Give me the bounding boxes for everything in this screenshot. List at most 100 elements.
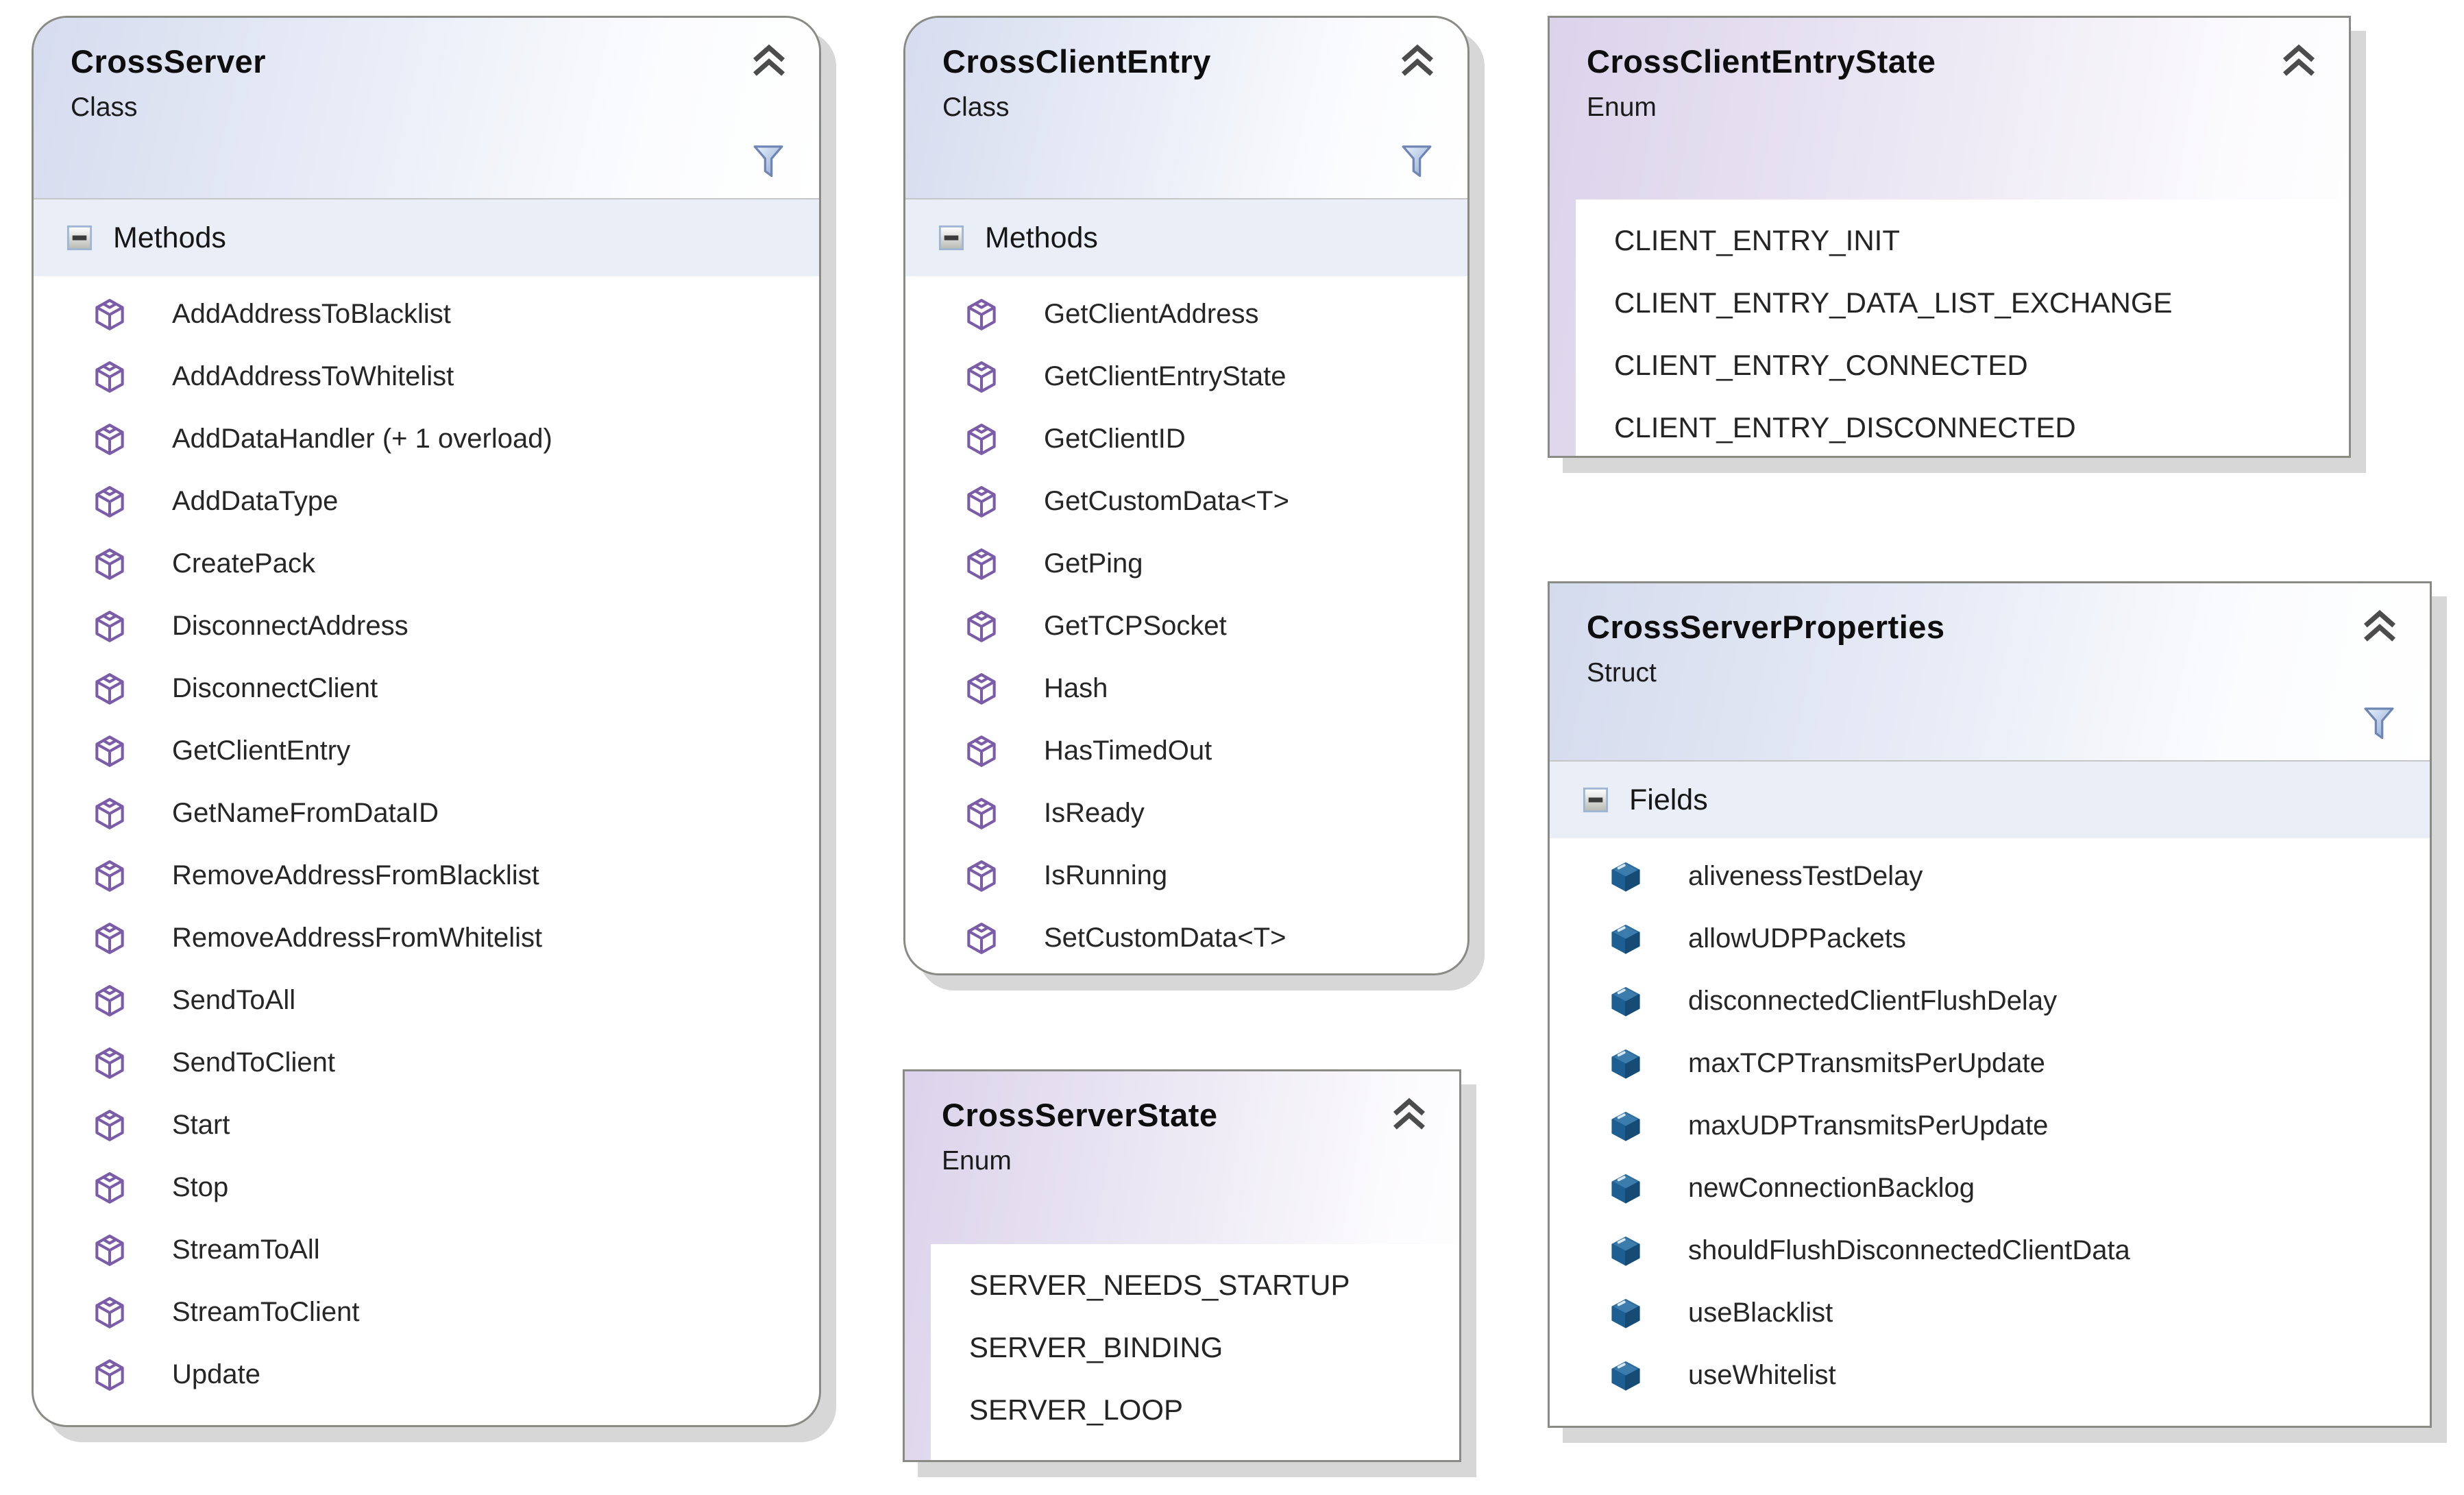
enum-member-item[interactable]: CLIENT_ENTRY_DATA_LIST_EXCHANGE [1614, 271, 2349, 334]
method-item[interactable]: Hash [963, 657, 1467, 720]
methods-section-header: Methods [34, 199, 819, 276]
method-icon [91, 1232, 128, 1268]
field-item[interactable]: shouldFlushDisconnectedClientData [1607, 1219, 2430, 1282]
method-item[interactable]: RemoveAddressFromBlacklist [91, 844, 819, 907]
method-item[interactable]: Start [91, 1094, 819, 1156]
collapse-section-button[interactable] [1583, 787, 1609, 813]
method-item[interactable]: IsReady [963, 782, 1467, 844]
method-name: Hash [1044, 673, 1108, 704]
chevron-double-up-icon [1387, 1095, 1432, 1137]
card-title: CrossServer [71, 42, 819, 80]
method-item[interactable]: HasTimedOut [963, 720, 1467, 782]
method-item[interactable]: GetNameFromDataID [91, 782, 819, 844]
card-header: CrossServer Class [34, 18, 819, 199]
enum-member-panel: CLIENT_ENTRY_INIT CLIENT_ENTRY_DATA_LIST… [1576, 199, 2349, 456]
method-name: Update [172, 1359, 260, 1390]
method-icon [91, 609, 128, 644]
method-item[interactable]: IsRunning [963, 844, 1467, 907]
field-item[interactable]: allowUDPPackets [1607, 908, 2430, 970]
card-kind: Struct [1587, 658, 2430, 688]
method-item[interactable]: DisconnectAddress [91, 595, 819, 657]
method-item[interactable]: AddAddressToWhitelist [91, 345, 819, 408]
method-item[interactable]: SetCustomData<T> [963, 907, 1467, 969]
field-item[interactable]: useBlacklist [1607, 1282, 2430, 1344]
method-item[interactable]: AddDataType [91, 470, 819, 533]
class-card-crossserver: CrossServer Class Methods AddAddressToBl… [32, 16, 821, 1427]
method-item[interactable]: GetClientAddress [963, 283, 1467, 345]
method-icon [91, 733, 128, 769]
method-name: HasTimedOut [1044, 736, 1212, 766]
collapse-section-button[interactable] [938, 225, 964, 251]
enum-card-crosscliententrystate: CrossClientEntryState Enum CLIENT_ENTRY_… [1548, 16, 2351, 458]
method-item[interactable]: AddDataHandler (+ 1 overload) [91, 408, 819, 470]
method-item[interactable]: StreamToAll [91, 1219, 819, 1281]
method-item[interactable]: GetClientEntry [91, 720, 819, 782]
field-item[interactable]: newConnectionBacklog [1607, 1157, 2430, 1219]
method-item[interactable]: DisconnectClient [91, 657, 819, 720]
field-item[interactable]: maxTCPTransmitsPerUpdate [1607, 1032, 2430, 1095]
filter-button[interactable] [1398, 141, 1436, 183]
field-item[interactable]: useWhitelist [1607, 1344, 2430, 1407]
method-item[interactable]: Update [91, 1344, 819, 1406]
struct-card-crossserverproperties: CrossServerProperties Struct Fields aliv… [1548, 581, 2432, 1428]
enum-member-item[interactable]: CLIENT_ENTRY_INIT [1614, 209, 2349, 271]
method-icon [91, 1170, 128, 1206]
method-item[interactable]: GetTCPSocket [963, 595, 1467, 657]
method-item[interactable]: GetClientEntryState [963, 345, 1467, 408]
chevron-double-up-icon [2357, 607, 2402, 649]
enum-member-list: SERVER_NEEDS_STARTUP SERVER_BINDING SERV… [931, 1244, 1459, 1441]
field-icon [1607, 1296, 1644, 1331]
enum-member-name: SERVER_BINDING [969, 1331, 1223, 1364]
method-item[interactable]: GetCustomData<T> [963, 470, 1467, 533]
method-item[interactable]: GetClientID [963, 408, 1467, 470]
method-item[interactable]: RemoveAddressFromWhitelist [91, 907, 819, 969]
method-item[interactable]: CreatePack [91, 533, 819, 595]
collapse-section-button[interactable] [66, 225, 93, 251]
field-name: allowUDPPackets [1688, 923, 1906, 954]
method-icon [91, 1045, 128, 1081]
enum-member-item[interactable]: CLIENT_ENTRY_CONNECTED [1614, 334, 2349, 396]
section-label: Methods [985, 221, 1098, 255]
method-name: StreamToAll [172, 1235, 320, 1265]
field-icon [1607, 921, 1644, 957]
enum-member-list: CLIENT_ENTRY_INIT CLIENT_ENTRY_DATA_LIST… [1576, 199, 2349, 458]
field-item[interactable]: maxUDPTransmitsPerUpdate [1607, 1095, 2430, 1157]
enum-member-item[interactable]: SERVER_BINDING [969, 1316, 1459, 1378]
method-name: RemoveAddressFromWhitelist [172, 923, 542, 953]
method-icon [91, 1357, 128, 1393]
enum-member-item[interactable]: SERVER_NEEDS_STARTUP [969, 1254, 1459, 1316]
method-item[interactable]: StreamToClient [91, 1281, 819, 1344]
method-icon [91, 546, 128, 582]
enum-member-item[interactable]: CLIENT_ENTRY_DISCONNECTED [1614, 396, 2349, 458]
collapse-card-button[interactable] [746, 41, 792, 84]
method-name: RemoveAddressFromBlacklist [172, 860, 539, 891]
method-list: AddAddressToBlacklist AddAddressToWhitel… [34, 276, 819, 1406]
field-name: maxUDPTransmitsPerUpdate [1688, 1110, 2048, 1141]
field-item[interactable]: alivenessTestDelay [1607, 845, 2430, 908]
collapse-card-button[interactable] [1387, 1095, 1432, 1137]
filter-button[interactable] [749, 141, 788, 183]
method-icon [963, 422, 1000, 457]
filter-icon [1398, 141, 1436, 183]
field-item[interactable]: disconnectedClientFlushDelay [1607, 970, 2430, 1032]
field-icon [1607, 1233, 1644, 1269]
method-name: GetTCPSocket [1044, 611, 1227, 642]
enum-member-name: CLIENT_ENTRY_INIT [1614, 224, 1900, 257]
filter-button[interactable] [2360, 703, 2398, 745]
method-item[interactable]: SendToAll [91, 969, 819, 1032]
method-item[interactable]: Stop [91, 1156, 819, 1219]
method-name: Stop [172, 1172, 228, 1203]
enum-member-item[interactable]: SERVER_LOOP [969, 1378, 1459, 1441]
field-name: useBlacklist [1688, 1298, 1833, 1328]
collapse-card-button[interactable] [2276, 41, 2321, 84]
method-item[interactable]: AddAddressToBlacklist [91, 283, 819, 345]
collapse-card-button[interactable] [2357, 607, 2402, 649]
method-item[interactable]: SendToClient [91, 1032, 819, 1094]
method-name: DisconnectAddress [172, 611, 408, 642]
method-list: GetClientAddress GetClientEntryState Get… [905, 276, 1467, 969]
collapse-card-button[interactable] [1395, 41, 1440, 84]
method-icon [91, 921, 128, 956]
card-title: CrossServerState [942, 1096, 1459, 1134]
section-label: Fields [1629, 783, 1708, 817]
method-item[interactable]: GetPing [963, 533, 1467, 595]
